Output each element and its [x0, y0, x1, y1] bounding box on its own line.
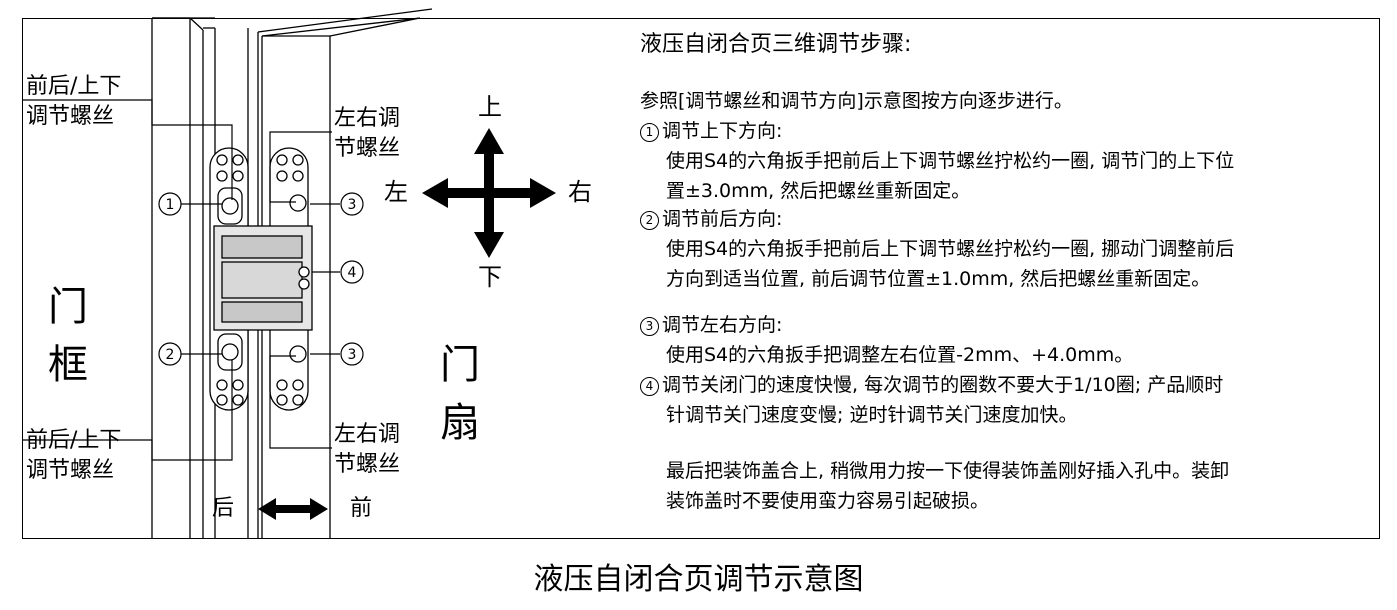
- label-fb-ud-bottom: 前后/上下 调节螺丝: [26, 428, 122, 483]
- instructions-title: 液压自闭合页三维调节步骤:: [640, 32, 912, 57]
- step-4-line-2: 针调节关门速度变慢; 逆时针调节关门速度加快。: [666, 404, 1078, 426]
- instructions-intro: 参照[调节螺丝和调节方向]示意图按方向逐步进行。: [640, 90, 1073, 112]
- label-lr-top: 左右调 节螺丝: [334, 106, 401, 161]
- step-2-line-2: 方向到适当位置, 前后调节位置±1.0mm, 然后把螺丝重新固定。: [666, 268, 1211, 290]
- callout-text-3-top: 3: [348, 197, 357, 213]
- step-1-line-2: 置±3.0mm, 然后把螺丝重新固定。: [666, 180, 971, 202]
- label-door-leaf: 门 扇: [440, 342, 480, 446]
- callout-text-2: 2: [166, 347, 175, 363]
- step-1-number: 1: [640, 123, 659, 142]
- step-2-number: 2: [640, 211, 659, 230]
- label-up: 上: [478, 93, 502, 121]
- diagram-frame: [22, 18, 1380, 539]
- step-2-line-1: 使用S4的六角扳手把前后上下调节螺丝拧松约一圈, 挪动门调整前后: [666, 238, 1235, 260]
- callout-text-4: 4: [348, 265, 357, 281]
- step-3-line-1: 使用S4的六角扳手把调整左右位置-2mm、+4.0mm。: [666, 344, 1134, 366]
- label-lr-bottom: 左右调 节螺丝: [334, 422, 401, 477]
- callout-4: [340, 260, 364, 284]
- callout-3-bottom: [340, 342, 364, 366]
- step-1-line-1: 使用S4的六角扳手把前后上下调节螺丝拧松约一圈, 调节门的上下位: [666, 150, 1235, 172]
- label-back: 后: [212, 496, 235, 521]
- step-3-number: 3: [640, 317, 659, 336]
- diagram-caption: 液压自闭合页调节示意图: [533, 562, 864, 597]
- callout-text-1: 1: [166, 197, 175, 213]
- label-front: 前: [350, 496, 373, 521]
- callout-3-top: [340, 192, 364, 216]
- final-line-1: 最后把装饰盖合上, 稍微用力按一下使得装饰盖刚好插入孔中。装卸: [666, 460, 1230, 482]
- label-fb-ud-top: 前后/上下 调节螺丝: [26, 74, 122, 129]
- label-door-frame: 门 框: [48, 284, 88, 388]
- direction-arrow: [422, 128, 556, 258]
- final-line-2: 装饰盖时不要使用蛮力容易引起破损。: [666, 490, 990, 512]
- label-right: 右: [568, 178, 592, 206]
- callout-2-bottom: [158, 342, 182, 366]
- front-back-arrow: [258, 498, 328, 520]
- label-left: 左: [384, 178, 408, 206]
- callout-text-3-bottom: 3: [348, 347, 357, 363]
- step-4-number: 4: [640, 377, 659, 396]
- hinge-body: [213, 225, 313, 331]
- callout-1-top: [158, 192, 182, 216]
- label-down: 下: [478, 263, 502, 291]
